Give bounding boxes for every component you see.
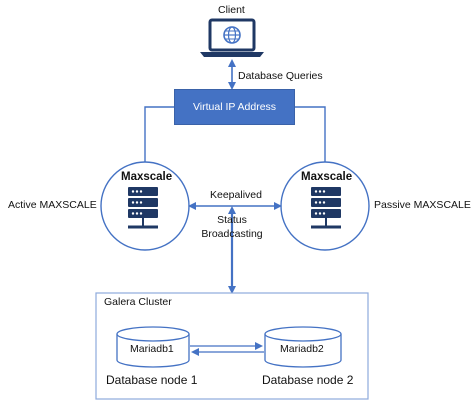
laptop-globe-icon: [200, 18, 264, 57]
database-node-2-caption: Database node 2: [262, 373, 354, 387]
status-label: Status: [217, 214, 247, 226]
database-queries-label: Database Queries: [238, 70, 323, 82]
virtual-ip-label: Virtual IP Address: [192, 101, 277, 113]
database-cylinder-2: [264, 326, 342, 368]
server-rack-icon: [128, 187, 158, 229]
database-cylinder-1: [116, 326, 190, 368]
right-maxscale-title: Maxscale: [301, 171, 353, 183]
vip-right-connector: [295, 106, 326, 163]
vip-left-connector: [144, 106, 174, 163]
virtual-ip-box: Virtual IP Address: [174, 89, 295, 125]
galera-cluster-title: Galera Cluster: [104, 296, 172, 308]
broadcasting-label: Broadcasting: [201, 228, 263, 240]
database-node-1-caption: Database node 1: [106, 373, 198, 387]
passive-maxscale-label: Passive MAXSCALE: [374, 199, 471, 211]
left-maxscale-title: Maxscale: [121, 171, 173, 183]
mariadb1-label: Mariadb1: [130, 343, 174, 355]
mariadb2-label: Mariadb2: [280, 343, 324, 355]
keepalived-label: Keepalived: [210, 189, 262, 201]
server-rack-icon: [311, 187, 341, 229]
client-label: Client: [218, 4, 245, 16]
active-maxscale-label: Active MAXSCALE: [8, 199, 97, 211]
